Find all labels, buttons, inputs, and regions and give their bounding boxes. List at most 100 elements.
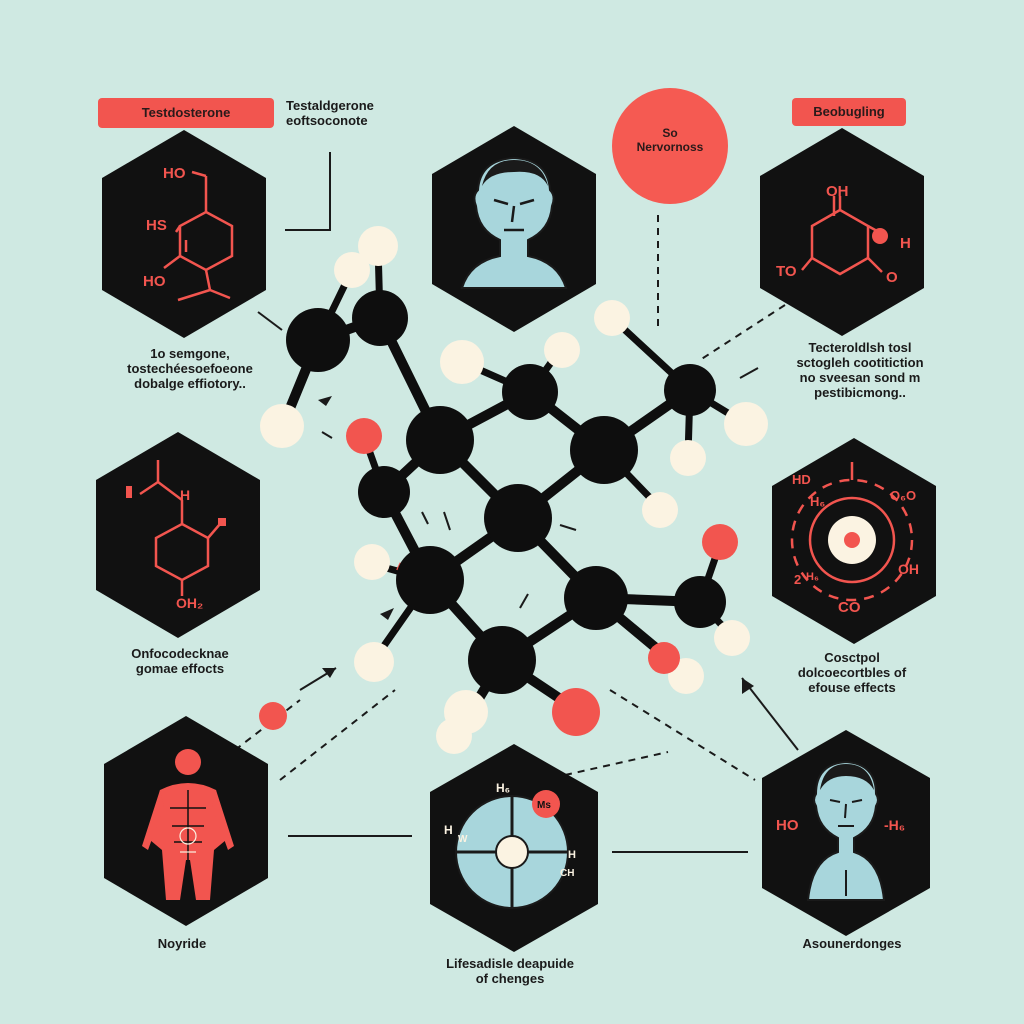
note-top-left: Testaldgerone eoftsoconote bbox=[286, 98, 406, 128]
central-molecule bbox=[259, 226, 768, 754]
hydrogen-atom bbox=[354, 544, 390, 580]
carbon-atom bbox=[502, 364, 558, 420]
mark-4 bbox=[559, 524, 577, 531]
hydrogen-atom bbox=[436, 718, 472, 754]
caption-left-mid-1: 1o semgone, bbox=[150, 346, 230, 361]
hex5-label-a: HD bbox=[792, 472, 811, 487]
carbon-atom bbox=[570, 416, 638, 484]
arrowhead-right bbox=[742, 678, 754, 694]
hexagon-structure-right: HD H₆ O₆O OH 2 H₆ CO bbox=[772, 438, 936, 644]
oxygen-atoms bbox=[259, 418, 738, 736]
hexagon-face-top-center bbox=[432, 126, 596, 332]
hex1-label-b: HS bbox=[146, 217, 167, 234]
hex7-label-d: H bbox=[568, 849, 576, 861]
hex3-label-c: TO bbox=[776, 263, 797, 280]
hydrogen-atom bbox=[594, 300, 630, 336]
caption-left-mid: 1o semgone, tostechéesoefoeone dobalge e… bbox=[100, 346, 280, 391]
carbon-atom bbox=[396, 546, 464, 614]
hydrogen-atom bbox=[260, 404, 304, 448]
hex8-label-a: HO bbox=[776, 817, 799, 834]
hydrogen-atom bbox=[714, 620, 750, 656]
hexagon-sphere-bottom-center: Ms H₆ H W H CH bbox=[430, 744, 598, 952]
arrowhead-lower bbox=[380, 608, 394, 620]
oxygen-atom bbox=[552, 688, 600, 736]
hydrogen-atom bbox=[440, 340, 484, 384]
hex5-label-b: H₆ bbox=[810, 494, 825, 509]
carbon-atom bbox=[664, 364, 716, 416]
carbon-atom bbox=[468, 626, 536, 694]
carbon-atom bbox=[352, 290, 408, 346]
hydrogen-atom bbox=[358, 226, 398, 266]
caption-bottom-left: Noyride bbox=[157, 936, 207, 951]
label-pill-top-right: Beobugling bbox=[792, 98, 906, 126]
caption-bottom-mid: Lifesadisle deapuide of chenges bbox=[410, 956, 610, 986]
figure-icon bbox=[806, 760, 886, 901]
muscle-body-icon bbox=[142, 749, 234, 900]
hydrogen-atom bbox=[670, 440, 706, 476]
mark-2 bbox=[421, 511, 429, 525]
connector-mid-lower bbox=[279, 689, 396, 781]
hex1-label-a: HO bbox=[163, 165, 186, 182]
hexagon-anatomy-bottom-left bbox=[104, 716, 268, 926]
caption-right-mid: Tecteroldlsh tosl sctogleh cootitiction … bbox=[770, 340, 950, 400]
hex7-label-a: H₆ bbox=[496, 781, 510, 795]
caption-left-lower: Onfocodecknae gomae effocts bbox=[92, 646, 268, 676]
caption-bottom-mid-2: of chenges bbox=[475, 971, 545, 986]
caption-right-lower: Cosctpol dolcoecortbles of efouse effect… bbox=[764, 650, 940, 695]
caption-left-mid-3: dobalge effiotory.. bbox=[134, 376, 246, 391]
hydrogen-atom bbox=[642, 492, 678, 528]
mark-1 bbox=[321, 431, 333, 439]
carbon-atom bbox=[286, 308, 350, 372]
oxygen-atom bbox=[648, 642, 680, 674]
mark-5 bbox=[519, 593, 529, 609]
hex3-label-a: OH bbox=[826, 183, 849, 200]
hex5-label-e: 2 bbox=[794, 572, 801, 587]
note-top-left-line-1: Testaldgerone bbox=[286, 98, 374, 113]
caption-right-mid-4: pestibicmong.. bbox=[814, 385, 906, 400]
hex5-label-g: CO bbox=[838, 599, 861, 616]
hexagon-structure-top-left: HO HS HO bbox=[102, 130, 266, 338]
oxygen-atom bbox=[259, 702, 287, 730]
hex4-label-b: OH₂ bbox=[176, 595, 203, 611]
circle-top-line-1: So bbox=[662, 126, 678, 140]
mark-3 bbox=[443, 511, 451, 531]
caption-right-lower-1: Cosctpol bbox=[824, 650, 880, 665]
connector-lines bbox=[234, 152, 799, 853]
oxygen-atom bbox=[702, 524, 738, 560]
hydrogen-atom bbox=[354, 642, 394, 682]
caption-right-mid-2: sctogleh cootitiction bbox=[796, 355, 924, 370]
carbon-atom bbox=[358, 466, 410, 518]
connector-right-lower bbox=[609, 689, 756, 781]
caption-right-lower-3: efouse effects bbox=[808, 680, 896, 695]
label-pill-top-left: Testdosterone bbox=[98, 98, 274, 128]
carbon-atom bbox=[406, 406, 474, 474]
arrowhead-left bbox=[322, 668, 336, 678]
arrowhead-mid bbox=[318, 396, 332, 406]
hexagon-structure-left: H OH₂ bbox=[96, 432, 260, 638]
caption-bottom-mid-1: Lifesadisle deapuide bbox=[446, 956, 574, 971]
hex5-label-d: OH bbox=[898, 561, 919, 577]
hexagon-structure-top-right: OH H TO O bbox=[760, 128, 924, 336]
hexagon-figure-bottom-right: HO -H₆ bbox=[762, 730, 930, 936]
face-icon bbox=[460, 156, 568, 289]
caption-right-mid-3: no sveesan sond m bbox=[799, 370, 921, 385]
hydrogen-atoms bbox=[260, 226, 768, 754]
connector-right-tick bbox=[739, 367, 759, 379]
caption-left-mid-2: tostechéesoefoeone bbox=[127, 361, 253, 376]
hex3-label-d: O bbox=[886, 269, 898, 286]
caption-left-lower-1: Onfocodecknae bbox=[131, 646, 229, 661]
caption-bottom-right: Asounerdonges bbox=[802, 936, 902, 951]
carbon-atom bbox=[564, 566, 628, 630]
label-circle-top: So Nervornoss bbox=[612, 88, 728, 204]
connector-top-right bbox=[699, 304, 786, 361]
arrowheads bbox=[318, 396, 754, 694]
caption-left-lower-2: gomae effocts bbox=[135, 661, 225, 676]
caption-right-lower-2: dolcoecortbles of bbox=[797, 665, 907, 680]
carbon-atom bbox=[674, 576, 726, 628]
connector-left-tick bbox=[257, 311, 283, 331]
hex7-label-f: Ms bbox=[537, 800, 551, 811]
circle-top-line-2: Nervornoss bbox=[636, 140, 704, 154]
hydrogen-atom bbox=[544, 332, 580, 368]
